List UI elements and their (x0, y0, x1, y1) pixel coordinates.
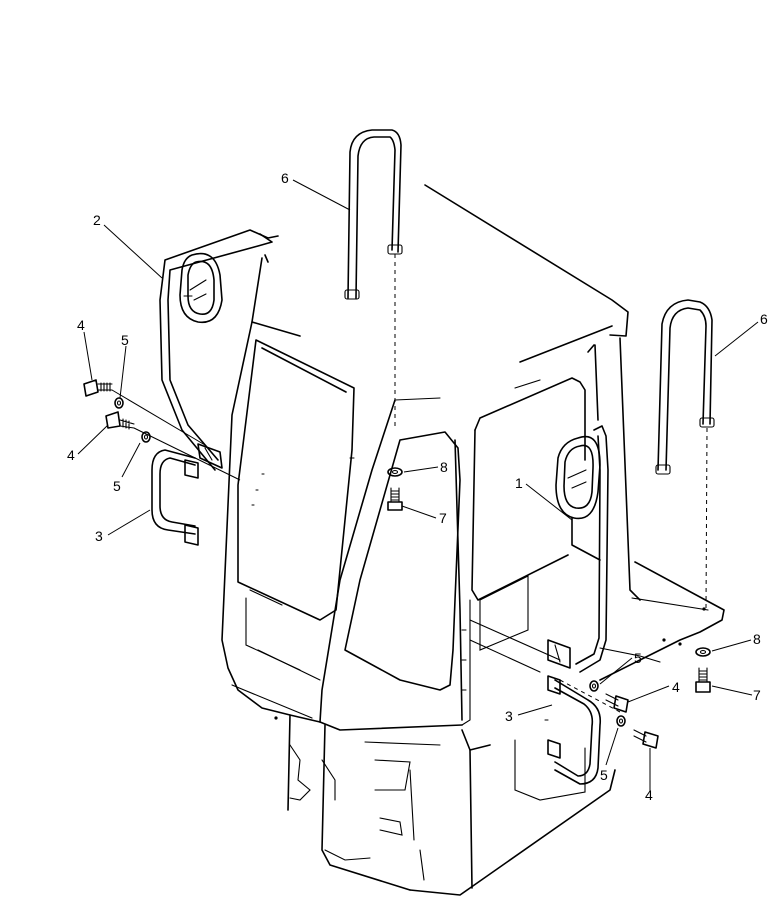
bolt-4c (605, 693, 629, 713)
callout-3-left: 3 (95, 528, 103, 544)
roof-grab-handle-right (655, 299, 715, 609)
callout-6-left: 6 (281, 170, 289, 186)
washer-8b (695, 647, 711, 657)
callout-1: 1 (515, 475, 523, 491)
fastener-axis-left (111, 389, 241, 481)
callout-4-right-lower: 4 (645, 787, 653, 803)
handrail-right (547, 675, 621, 785)
callout-8-right: 8 (753, 631, 761, 647)
callout-3-right: 3 (505, 708, 513, 724)
callout-5-right-lower: 5 (600, 767, 608, 783)
callout-5-lower-left: 5 (113, 478, 121, 494)
callout-labels: 2 6 6 4 5 4 5 3 8 7 1 5 8 4 7 3 5 4 (67, 170, 768, 803)
callout-8-center: 8 (440, 459, 448, 475)
washer-5a (114, 397, 124, 409)
cab-body (221, 184, 725, 896)
mirror-assembly-left (159, 229, 279, 471)
bolt-4a (83, 379, 113, 397)
bolt-7b (695, 667, 711, 693)
roof-grab-handle-left (344, 129, 403, 430)
washer-8a (387, 467, 403, 477)
bolt-4d (633, 729, 659, 749)
callout-4-lower-left: 4 (67, 447, 75, 463)
callout-7-right: 7 (753, 687, 761, 703)
callout-7-center: 7 (439, 510, 447, 526)
washer-5c (589, 680, 599, 692)
handrail-left (151, 449, 199, 546)
callout-5-upper-left: 5 (121, 332, 129, 348)
bolt-4b (105, 411, 135, 430)
mirror-assembly-right (547, 425, 609, 673)
callout-2: 2 (93, 212, 101, 228)
leader-lines (77, 179, 759, 792)
callout-4-right-upper: 4 (672, 679, 680, 695)
bolt-7a (387, 487, 403, 511)
callout-6-right: 6 (760, 311, 768, 327)
washer-5b (141, 431, 151, 443)
callout-5-right-upper: 5 (634, 650, 642, 666)
callout-4-upper-left: 4 (77, 317, 85, 333)
washer-5d (616, 715, 626, 727)
